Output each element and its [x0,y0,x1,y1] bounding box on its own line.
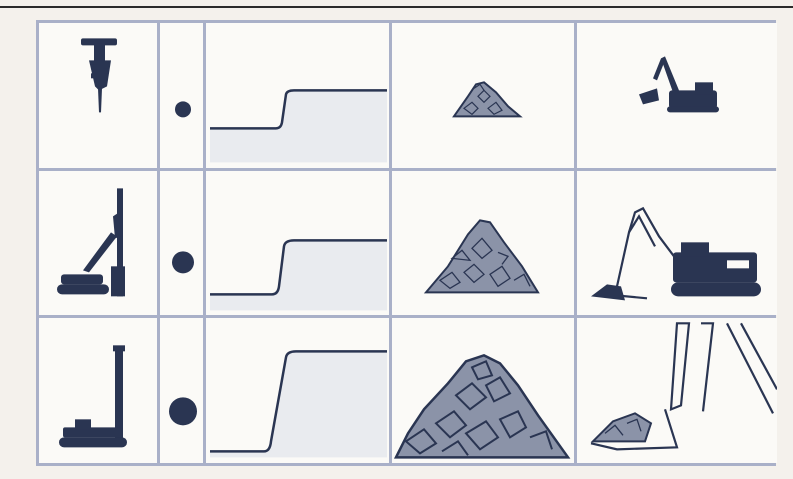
medium-bench-step-icon [206,171,389,316]
cell-row3-loader [577,318,777,463]
large-rock-pile-icon [392,318,574,463]
large-excavator-icon [577,171,777,316]
hand-held-rock-drill-icon [39,23,157,168]
cell-row3-drill [39,318,157,463]
tall-mast-drill-rig-icon [39,318,157,463]
cell-row3-hole [160,318,203,463]
cell-row2-hole [160,171,203,316]
small-bench-step-icon [206,23,389,168]
cell-row3-pile [392,318,574,463]
cell-row2-drill [39,171,157,316]
cell-row1-drill [39,23,157,168]
cell-row1-loader [577,23,777,168]
shovel-bucket-icon [577,318,777,463]
medium-hole-dot-icon [160,171,203,316]
crawler-drill-rig-icon [39,171,157,316]
small-rock-pile-icon [392,23,574,168]
large-bench-step-icon [206,318,389,463]
cell-row1-pile [392,23,574,168]
cell-row1-step [206,23,389,168]
medium-rock-pile-icon [392,171,574,316]
top-rule [0,6,793,8]
large-hole-dot-icon [160,318,203,463]
drill-blast-comparison-grid [36,20,776,466]
cell-row2-loader [577,171,777,316]
cell-row2-pile [392,171,574,316]
cell-row3-step [206,318,389,463]
small-excavator-icon [577,23,777,168]
cell-row1-hole [160,23,203,168]
cell-row2-step [206,171,389,316]
small-hole-dot-icon [160,23,203,168]
